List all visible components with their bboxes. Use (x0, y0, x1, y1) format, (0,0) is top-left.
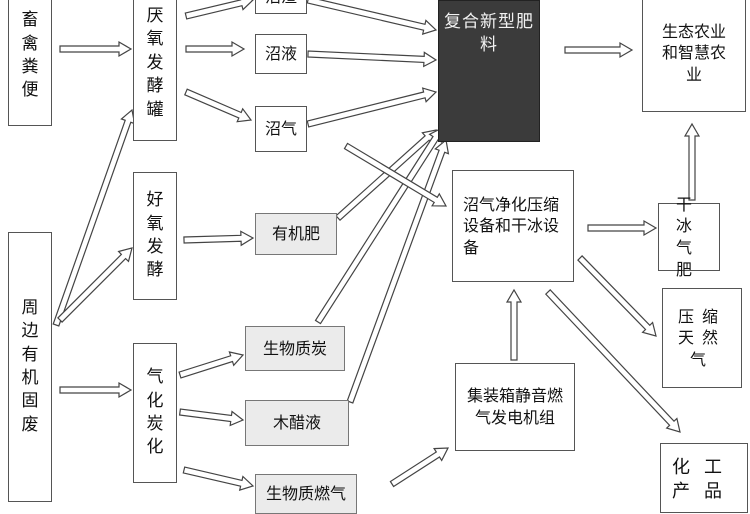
node-aerobic-fermentation[interactable]: 好氧发酵 (133, 172, 177, 300)
node-organic-fertilizer[interactable]: 有机肥 (255, 213, 337, 255)
arrow-dryice-to-ecoagri (683, 122, 701, 201)
node-biomass-gas[interactable]: 生物质燃气 (255, 474, 357, 514)
arrow-biogas-to-purification (343, 142, 448, 207)
node-chemical-products[interactable]: 化工产品 (660, 443, 748, 513)
arrow-purification-to-cng (577, 255, 657, 337)
arrow-anaerobic-to-slurry (185, 40, 246, 58)
node-biochar[interactable]: 生物质炭 (245, 326, 345, 371)
node-wood-vinegar[interactable]: 木醋液 (245, 400, 349, 446)
node-compound-fertilizer[interactable]: 复合新型肥料 (438, 0, 540, 142)
arrow-manure-to-anaerobic (59, 40, 133, 58)
node-biogas[interactable]: 沼气 (255, 106, 307, 152)
arrow-waste-to-aerobic (57, 247, 133, 323)
arrow-vinegar-to-fertilizer (346, 138, 450, 404)
node-anaerobic-tank[interactable]: 厌氧发酵罐 (133, 0, 177, 141)
arrow-gasification-to-vinegar (178, 408, 245, 427)
node-compressed-natural-gas[interactable]: 压缩天然气 (662, 288, 742, 388)
node-surrounding-solid-waste[interactable]: 周边有机固废 (8, 232, 52, 502)
node-gasification[interactable]: 气化炭化 (133, 343, 177, 483)
arrow-slurry-to-fertilizer (307, 50, 438, 68)
arrow-generator-to-purification (505, 288, 523, 361)
arrow-organic-to-fertilizer (335, 129, 437, 222)
arrow-gasification-to-gas (182, 466, 255, 491)
arrow-anaerobic-to-residue (184, 0, 254, 20)
arrow-gas-to-generator (389, 447, 450, 488)
node-dry-ice-fertilizer[interactable]: 干冰气肥 (658, 195, 720, 279)
arrow-biogas-to-fertilizer (306, 87, 438, 128)
arrow-waste-to-gasification (59, 381, 133, 399)
arrow-waste-to-anaerobic (52, 108, 136, 327)
arrow-gasification-to-biochar (178, 351, 245, 379)
arrow-anaerobic-to-biogas (184, 88, 253, 123)
node-biogas-purification[interactable]: 沼气净化压缩设备和干冰设备 (452, 170, 574, 282)
arrow-purification-to-dryice (587, 219, 658, 237)
node-ecological-agriculture[interactable]: 生态农业和智慧农业 (642, 0, 746, 112)
node-livestock-manure[interactable]: 畜禽粪便 (8, 0, 52, 126)
arrow-aerobic-to-organic (183, 230, 255, 247)
flow-arrows (52, 0, 701, 491)
node-biogas-slurry[interactable]: 沼液 (255, 34, 307, 74)
arrow-residue-to-fertilizer (306, 0, 438, 35)
node-generator-set[interactable]: 集装箱静音燃气发电机组 (455, 363, 575, 451)
arrow-fertilizer-to-ecoagri (564, 41, 634, 59)
arrow-purification-to-chem (544, 289, 681, 433)
node-biogas-residue[interactable]: 沼渣 (255, 0, 307, 14)
